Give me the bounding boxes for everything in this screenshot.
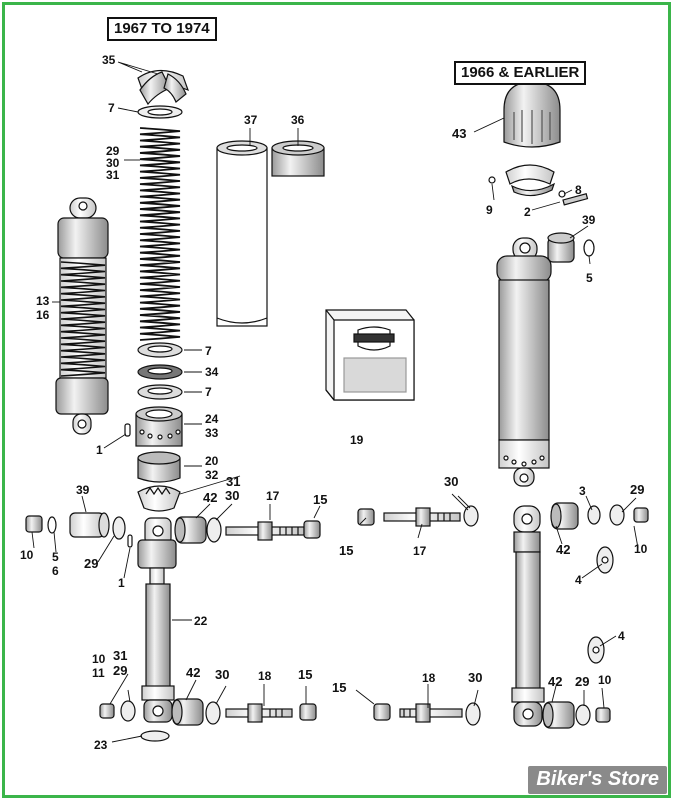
part-label-42: 42: [186, 665, 201, 680]
part-label-1: 1: [96, 443, 103, 457]
part-label-10: 10: [634, 542, 648, 556]
part-label-29: 29: [106, 144, 120, 158]
part-label-29: 29: [630, 482, 645, 497]
part-label-33: 33: [205, 426, 219, 440]
part-label-4: 4: [575, 573, 582, 587]
nut-icon: [357, 508, 375, 526]
heading-1966-and-earlier: 1966 & EARLIER: [454, 61, 587, 85]
part-label-5: 5: [52, 550, 59, 564]
dust-cap-icon: [503, 81, 561, 148]
part-label-39: 39: [582, 213, 596, 227]
coil-spring-icon: [139, 127, 181, 341]
heading-1967-to-1974: 1967 TO 1974: [107, 17, 217, 41]
bushing-icon: [171, 698, 204, 726]
part-label-32: 32: [205, 468, 219, 482]
part-label-29: 29: [575, 674, 590, 689]
part-label-37: 37: [244, 113, 258, 127]
shock-absorber-icon: [137, 517, 177, 723]
retainer-cone-icon: [137, 451, 181, 512]
part-label-19: 19: [350, 433, 364, 447]
bushing-icon: [271, 140, 325, 177]
part-label-42: 42: [556, 542, 571, 557]
bushing-icon: [547, 232, 575, 263]
part-label-35: 35: [102, 53, 116, 67]
nut-icon: [299, 703, 317, 721]
bolt-icon: [399, 703, 463, 723]
part-label-15: 15: [298, 667, 313, 682]
part-label-23: 23: [94, 738, 108, 752]
part-label-30: 30: [106, 156, 120, 170]
nut-icon: [373, 703, 391, 721]
bolt-icon: [383, 507, 461, 527]
nut-icon: [25, 515, 43, 533]
part-label-10: 10: [598, 673, 612, 687]
part-label-16: 16: [36, 308, 50, 322]
part-label-30: 30: [215, 667, 230, 682]
bushing-icon: [550, 502, 579, 530]
part-label-18: 18: [258, 669, 272, 683]
part-label-42: 42: [203, 490, 218, 505]
part-label-39: 39: [76, 483, 90, 497]
part-label-7: 7: [205, 344, 212, 358]
watermark-logo: Biker's Store: [528, 766, 667, 794]
part-label-18: 18: [422, 671, 436, 685]
part-label-6: 6: [52, 564, 59, 578]
part-label-2: 2: [524, 205, 531, 219]
bolt-icon: [225, 703, 293, 723]
part-label-15: 15: [313, 492, 328, 507]
part-label-9: 9: [486, 203, 493, 217]
nut-icon: [303, 520, 321, 539]
part-label-13: 13: [36, 294, 50, 308]
part-label-5: 5: [586, 271, 593, 285]
part-label-43: 43: [452, 126, 467, 141]
part-label-10: 10: [20, 548, 34, 562]
washer-icon: [112, 516, 126, 540]
part-label-7: 7: [108, 101, 115, 115]
part-label-11: 11: [92, 666, 105, 680]
shock-absorber-icon: [496, 237, 552, 487]
part-label-22: 22: [194, 614, 208, 628]
cover-tube-icon: [216, 140, 268, 327]
part-label-30: 30: [444, 474, 459, 489]
bushing-icon: [174, 516, 207, 544]
part-label-4: 4: [618, 629, 625, 643]
part-label-10: 10: [92, 652, 106, 666]
part-label-7: 7: [205, 385, 212, 399]
part-label-15: 15: [339, 543, 354, 558]
spring-retainer-icon: [135, 406, 183, 447]
part-label-30: 30: [225, 488, 240, 503]
part-label-31: 31: [106, 168, 120, 182]
part-label-42: 42: [548, 674, 563, 689]
part-label-31: 31: [226, 474, 241, 489]
part-label-1: 1: [118, 576, 125, 590]
part-label-15: 15: [332, 680, 347, 695]
shock-absorber-icon: [511, 505, 545, 727]
part-label-36: 36: [291, 113, 305, 127]
part-label-3: 3: [579, 484, 586, 498]
clamp-band-icon: [505, 164, 556, 197]
part-label-24: 24: [205, 412, 219, 426]
part-label-34: 34: [205, 365, 219, 379]
spring-cover-icon: [137, 69, 190, 106]
part-label-20: 20: [205, 454, 219, 468]
part-label-31: 31: [113, 648, 128, 663]
part-label-8: 8: [575, 183, 582, 197]
emblem-box-icon: [325, 309, 415, 401]
bolt-icon: [225, 521, 305, 541]
assembled-shock-icon: [55, 197, 109, 435]
bushing-icon: [542, 701, 575, 729]
part-label-29: 29: [84, 556, 99, 571]
bushing-icon: [69, 512, 110, 538]
part-label-30: 30: [468, 670, 483, 685]
part-label-17: 17: [413, 544, 427, 558]
part-label-17: 17: [266, 489, 280, 503]
part-label-29: 29: [113, 663, 128, 678]
